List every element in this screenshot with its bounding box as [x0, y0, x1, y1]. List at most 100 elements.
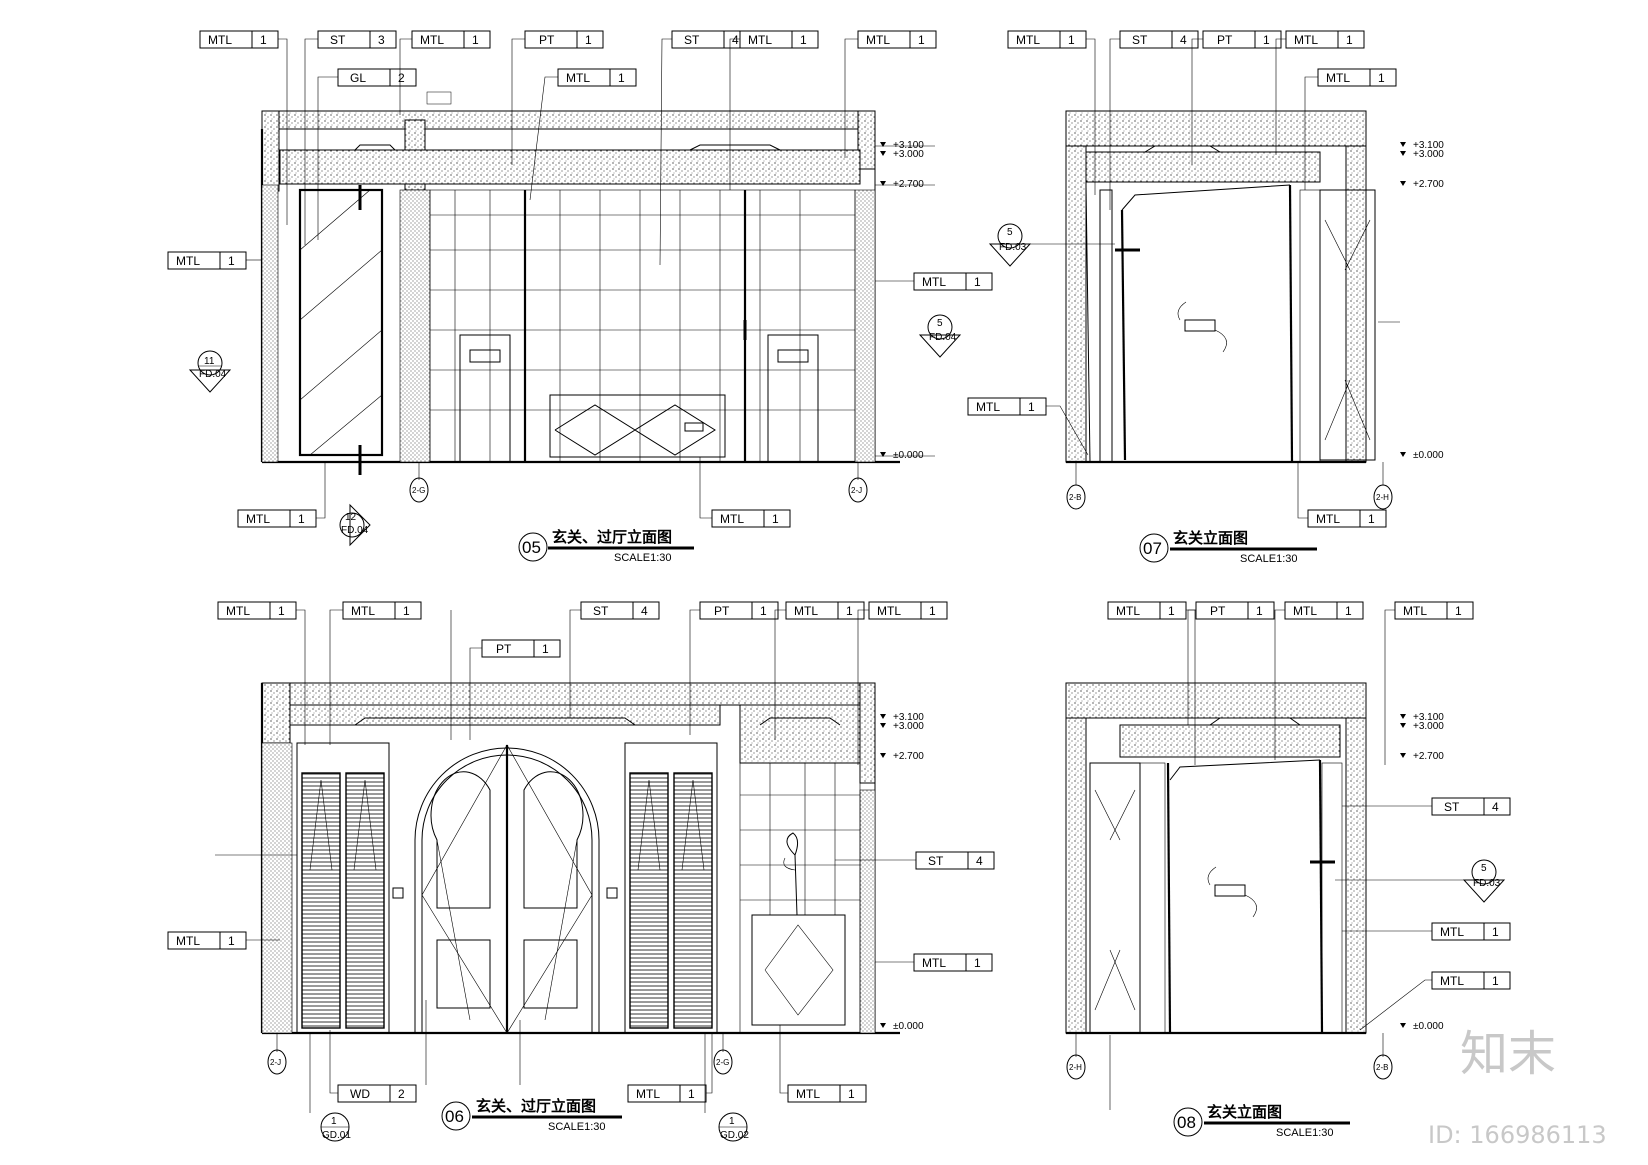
tagtxt-label: MTL [794, 604, 818, 618]
material-tag: ST 4 [1119, 30, 1199, 49]
material-tag: ST 3 [317, 30, 397, 49]
tagtxt-label: ST [1444, 800, 1460, 814]
tagtxt-label: WD [350, 1087, 370, 1101]
lvl-label: +2.700 [893, 179, 924, 190]
material-tag: MTL 1 [868, 601, 948, 620]
sym-label: FD.04 [929, 332, 957, 343]
tagtxt-label: MTL [1294, 33, 1318, 47]
tagtxt-label: PT [496, 642, 512, 656]
material-tag: MTL 1 [342, 601, 422, 620]
ceiling-slab [261, 110, 876, 130]
tagtxt-label: PT [1210, 604, 1226, 618]
tagtxt-label: 1 [772, 512, 779, 526]
tagtxt-label: MTL [877, 604, 901, 618]
small-label: 2-G [716, 1058, 729, 1067]
tagtxt-label: 1 [1345, 604, 1352, 618]
num-label: 06 [445, 1107, 464, 1126]
num-label: 05 [522, 538, 541, 557]
mirror-panel [298, 188, 384, 457]
tagtxt-label: MTL [1440, 925, 1464, 939]
small-label: 2-H [1376, 493, 1389, 502]
watermark-id: ID: 166986113 [1428, 1121, 1607, 1149]
tagtxt-label: 1 [542, 642, 549, 656]
lvl-label: +3.100 [893, 712, 924, 723]
sym-label: 5 [937, 318, 943, 329]
tagtxt-label: MTL [1403, 604, 1427, 618]
material-tag: PT 1 [481, 639, 561, 658]
sym-label: GD.02 [720, 1130, 749, 1141]
tagtxt-label: 1 [1378, 71, 1385, 85]
title-label: 玄关立面图 [1207, 1103, 1282, 1121]
tagtxt-label: 1 [403, 604, 410, 618]
tagtxt-label: MTL [1016, 33, 1040, 47]
sym-label: 11 [204, 356, 215, 367]
stone-panel-grid [429, 189, 856, 463]
lvl-label: +2.700 [1413, 179, 1444, 190]
arched-entrance-door [414, 744, 600, 1034]
tagtxt-label: MTL [976, 400, 1000, 414]
tagtxt-label: 4 [1492, 800, 1499, 814]
tagtxt-label: 1 [228, 934, 235, 948]
lvl-label: ±0.000 [893, 450, 924, 461]
lvl-label: +3.000 [893, 721, 924, 732]
tagtxt-label: 1 [298, 512, 305, 526]
section-symbols-06: 1 GD.01 1 GD.02 [309, 1033, 749, 1142]
lvl-label: +3.000 [1413, 149, 1444, 160]
lvl-label: +3.100 [1413, 140, 1444, 151]
elevation-07: +3.100 +3.000 +2.700 ±0.000 2-B 2-H 07 玄… [1065, 110, 1444, 565]
lvl-label: ±0.000 [1413, 1021, 1444, 1032]
tagtxt-label: ST [593, 604, 609, 618]
tagtxt-label: 1 [800, 33, 807, 47]
small-label: 2-H [1069, 1063, 1082, 1072]
material-tag: ST 4 [1431, 797, 1511, 816]
tagtxt-label: 1 [1492, 925, 1499, 939]
tagtxt-label: 4 [1180, 33, 1187, 47]
tagtxt-label: MTL [1293, 604, 1317, 618]
tagtxt-label: ST [1132, 33, 1148, 47]
elevation-08: +3.100 +3.000 +2.700 ±0.000 2-H 2-B 08 玄… [1065, 682, 1444, 1139]
tagtxt-label: 1 [918, 33, 925, 47]
tagtxt-label: 4 [732, 33, 739, 47]
tagtxt-label: 1 [929, 604, 936, 618]
lvl-label: +2.700 [1413, 751, 1444, 762]
lvl-label: +2.700 [893, 751, 924, 762]
tagtxt-label: MTL [351, 604, 375, 618]
section-symbols-05: 11 FD.04 12 FD.04 5 FD.04 [188, 314, 962, 547]
tagtxt-label: ST [330, 33, 346, 47]
tagtxt-label: MTL [922, 275, 946, 289]
material-tag: MTL 1 [967, 397, 1047, 416]
lvl-label: ±0.000 [1413, 450, 1444, 461]
tagtxt-label: ST [928, 854, 944, 868]
tagtxt-label: 1 [1028, 400, 1035, 414]
tagtxt-label: 1 [1168, 604, 1175, 618]
tagtxt-label: 1 [848, 1087, 855, 1101]
tagtxt-label: 3 [378, 33, 385, 47]
tagtxt-label: MTL [420, 33, 444, 47]
sym-label: 12 [345, 512, 357, 523]
tagtxt-label: MTL [176, 254, 200, 268]
lvl-label: ±0.000 [893, 1021, 924, 1032]
tagtxt-label: 1 [1368, 512, 1375, 526]
